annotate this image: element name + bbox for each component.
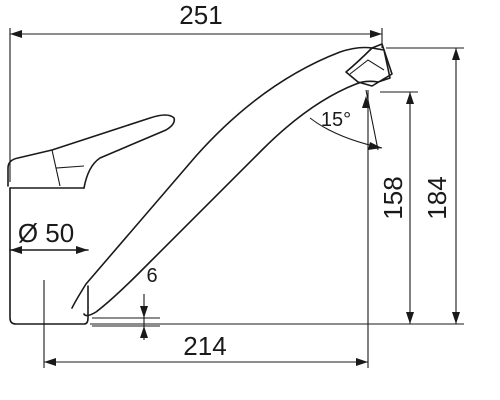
overall-height-label: 184 [422, 176, 452, 219]
base-diameter-label: Ø 50 [18, 218, 74, 248]
faucet-base [9, 187, 89, 325]
height-to-spout-label: 158 [378, 176, 408, 219]
lever-detail [51, 149, 85, 169]
dimension-height-to-spout: 158 [378, 91, 418, 324]
spout-angle-label: 15° [321, 109, 351, 131]
dimension-base-diameter: Ø 50 [10, 218, 88, 254]
dimension-spout-reach: 214 [43, 90, 369, 368]
dimension-overall-height: 184 [90, 47, 464, 325]
dimension-base-gap: 6 [92, 265, 160, 340]
aerator [345, 43, 393, 87]
arrow-right [370, 30, 382, 38]
faucet-outline [7, 43, 393, 325]
spout-reach-label: 214 [183, 331, 226, 361]
lever-handle [7, 114, 176, 189]
base-gap-label: 6 [146, 265, 157, 287]
dimension-overall-width: 251 [9, 0, 383, 182]
arrow-left [10, 30, 22, 38]
overall-width-label: 251 [179, 0, 222, 30]
dimension-spout-angle: 15° [309, 89, 383, 151]
spout [71, 46, 391, 317]
